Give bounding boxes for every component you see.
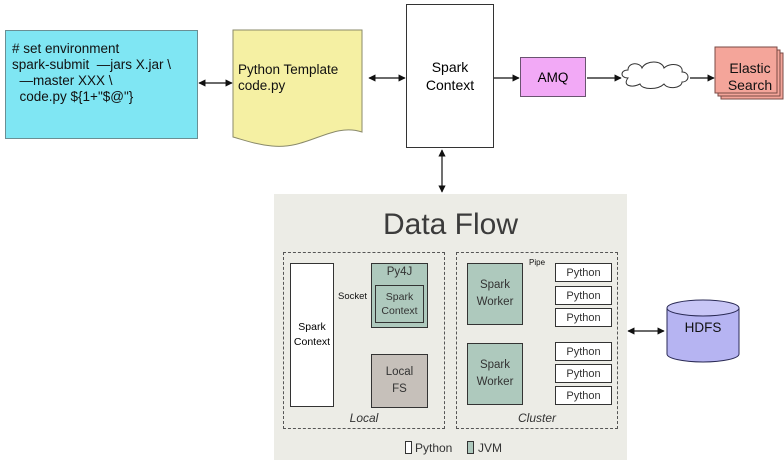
local-sc-line-1: Spark (298, 321, 326, 333)
env-line-3: —master XXX \ (12, 73, 113, 88)
python-process-6: Python (555, 386, 612, 405)
pipe-label: Pipe (529, 258, 546, 267)
elastic-line-1: Elastic (729, 60, 771, 76)
socket-label: Socket (338, 291, 368, 302)
cluster-label: Cluster (517, 411, 556, 425)
legend-jvm-label: JVM (478, 441, 502, 455)
python-process-label: Python (566, 266, 601, 279)
python-process-5: Python (555, 364, 612, 383)
cluster-region (456, 252, 618, 429)
py4j-label: Py4J (386, 266, 413, 278)
worker2-line-2: Worker (476, 376, 514, 388)
data-flow-title: Data Flow (382, 208, 519, 241)
python-process-2: Python (555, 286, 612, 305)
python-process-4: Python (555, 342, 612, 361)
python-process-label: Python (566, 345, 601, 358)
local-spark-context: Spark Context (290, 263, 334, 407)
env-line-1: # set environment (12, 41, 120, 56)
local-region (283, 252, 445, 429)
python-process-1: Python (555, 263, 612, 282)
spark-context-line-2: Context (425, 77, 475, 93)
template-line-2: code.py (238, 78, 286, 93)
local-label: Local (349, 411, 379, 425)
python-process-label: Python (566, 389, 601, 402)
env-line-4: code.py ${1+"$@"} (12, 89, 134, 104)
worker2-line-1: Spark (479, 359, 511, 371)
py4j-spark-context: Spark Context (375, 285, 424, 323)
inner-sc-line-2: Context (381, 305, 418, 317)
legend-python-label: Python (415, 441, 453, 455)
spark-worker-2: Spark Worker (467, 343, 523, 405)
env-line-2: spark-submit —jars X.jar \ (12, 57, 172, 72)
local-fs-box: Local FS (371, 354, 428, 408)
amq-label: AMQ (537, 69, 569, 85)
local-fs-line-2: FS (392, 383, 407, 395)
local-sc-line-2: Context (293, 336, 331, 348)
spark-context-box: Spark Context (406, 4, 494, 148)
legend-jvm-swatch (467, 441, 474, 454)
elastic-search-label: Elastic Search (718, 60, 782, 94)
python-process-3: Python (555, 308, 612, 327)
elastic-stack-front (714, 46, 778, 94)
legend-python-swatch (405, 441, 412, 454)
python-template-doc (232, 29, 363, 147)
spark-worker-1: Spark Worker (467, 263, 523, 325)
hdfs-label: HDFS (684, 320, 722, 335)
elastic-line-2: Search (727, 77, 773, 93)
amq-box: AMQ (520, 57, 586, 97)
worker1-line-2: Worker (476, 296, 514, 308)
environment-script-box: # set environment spark-submit —jars X.j… (5, 30, 198, 139)
hdfs-cylinder (666, 308, 740, 363)
local-fs-line-1: Local (385, 366, 414, 378)
hdfs-cylinder-top (666, 299, 740, 317)
python-template-label: Python Template code.py (238, 62, 338, 94)
python-process-label: Python (566, 289, 601, 302)
spark-context-line-1: Spark (431, 59, 469, 75)
worker1-line-1: Spark (479, 279, 511, 291)
template-line-1: Python Template (238, 62, 339, 77)
inner-sc-line-1: Spark (385, 291, 414, 303)
python-process-label: Python (566, 367, 601, 380)
cloud-icon (621, 61, 689, 89)
python-process-label: Python (566, 311, 601, 324)
